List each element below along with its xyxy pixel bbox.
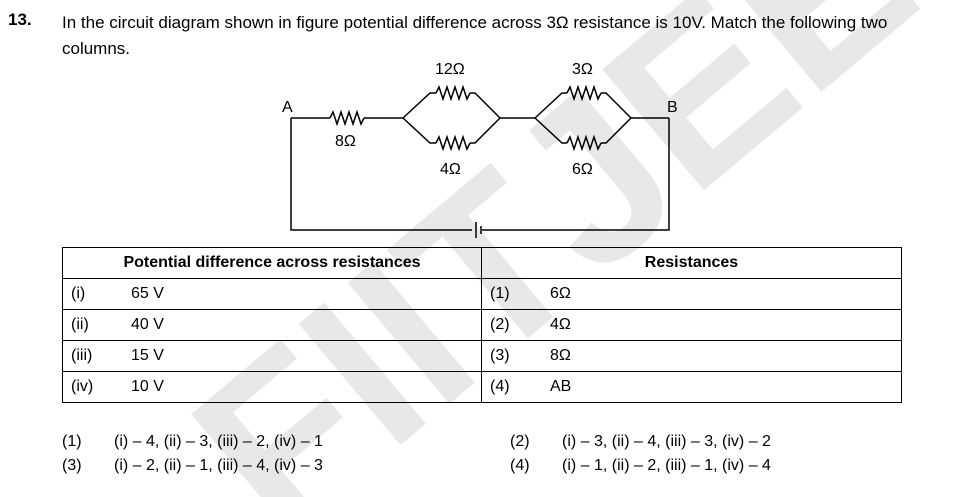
option-3[interactable]: (3) (i) – 2, (ii) – 1, (iii) – 4, (iv) –… bbox=[62, 454, 323, 478]
option-4[interactable]: (4) (i) – 1, (ii) – 2, (iii) – 1, (iv) –… bbox=[510, 454, 771, 478]
node-a-label: A bbox=[282, 99, 293, 116]
option-text: (i) – 2, (ii) – 1, (iii) – 4, (iv) – 3 bbox=[114, 457, 323, 474]
right-index: (3) bbox=[490, 347, 510, 364]
options-left: (1) (i) – 4, (ii) – 3, (iii) – 2, (iv) –… bbox=[62, 430, 323, 478]
option-text: (i) – 4, (ii) – 3, (iii) – 2, (iv) – 1 bbox=[114, 433, 323, 450]
right-value: AB bbox=[550, 378, 572, 395]
right-value: 4Ω bbox=[550, 316, 571, 333]
resistor-6-label: 6Ω bbox=[572, 161, 593, 178]
left-value: 15 V bbox=[131, 347, 164, 364]
left-value: 65 V bbox=[131, 285, 164, 302]
left-index: (ii) bbox=[71, 316, 89, 333]
left-index: (i) bbox=[71, 285, 86, 302]
right-value: 6Ω bbox=[550, 285, 571, 302]
option-number: (3) bbox=[62, 457, 82, 474]
table-row: (iv) 10 V (4) AB bbox=[62, 371, 902, 403]
option-number: (2) bbox=[510, 433, 530, 450]
question-text: In the circuit diagram shown in figure p… bbox=[62, 13, 888, 58]
option-number: (1) bbox=[62, 433, 82, 450]
option-2[interactable]: (2) (i) – 3, (ii) – 4, (iii) – 3, (iv) –… bbox=[510, 430, 771, 454]
match-table: Potential difference across resistances … bbox=[62, 247, 902, 403]
right-value: 8Ω bbox=[550, 347, 571, 364]
left-value: 40 V bbox=[131, 316, 164, 333]
right-index: (1) bbox=[490, 285, 510, 302]
question-number: 13. bbox=[8, 10, 32, 29]
table-row: (i) 65 V (1) 6Ω bbox=[62, 278, 902, 310]
table-header-row: Potential difference across resistances … bbox=[62, 247, 902, 279]
options-right: (2) (i) – 3, (ii) – 4, (iii) – 3, (iv) –… bbox=[510, 430, 771, 478]
right-index: (4) bbox=[490, 378, 510, 395]
table-row: (ii) 40 V (2) 4Ω bbox=[62, 309, 902, 341]
option-text: (i) – 3, (ii) – 4, (iii) – 3, (iv) – 2 bbox=[562, 433, 771, 450]
resistor-12-label: 12Ω bbox=[435, 61, 465, 78]
left-value: 10 V bbox=[131, 378, 164, 395]
left-index: (iv) bbox=[71, 378, 94, 395]
right-column-header: Resistances bbox=[481, 247, 902, 279]
option-text: (i) – 1, (ii) – 2, (iii) – 1, (iv) – 4 bbox=[562, 457, 771, 474]
right-index: (2) bbox=[490, 316, 510, 333]
option-number: (4) bbox=[510, 457, 530, 474]
option-1[interactable]: (1) (i) – 4, (ii) – 3, (iii) – 2, (iv) –… bbox=[62, 430, 323, 454]
left-column-header: Potential difference across resistances bbox=[62, 247, 482, 279]
node-b-label: B bbox=[667, 99, 678, 116]
circuit-diagram: A B 8Ω 12Ω 4Ω 3Ω 6Ω bbox=[282, 61, 678, 238]
resistor-3-label: 3Ω bbox=[572, 61, 593, 78]
left-index: (iii) bbox=[71, 347, 93, 364]
table-row: (iii) 15 V (3) 8Ω bbox=[62, 340, 902, 372]
resistor-8-label: 8Ω bbox=[335, 133, 356, 150]
resistor-4-label: 4Ω bbox=[440, 161, 461, 178]
